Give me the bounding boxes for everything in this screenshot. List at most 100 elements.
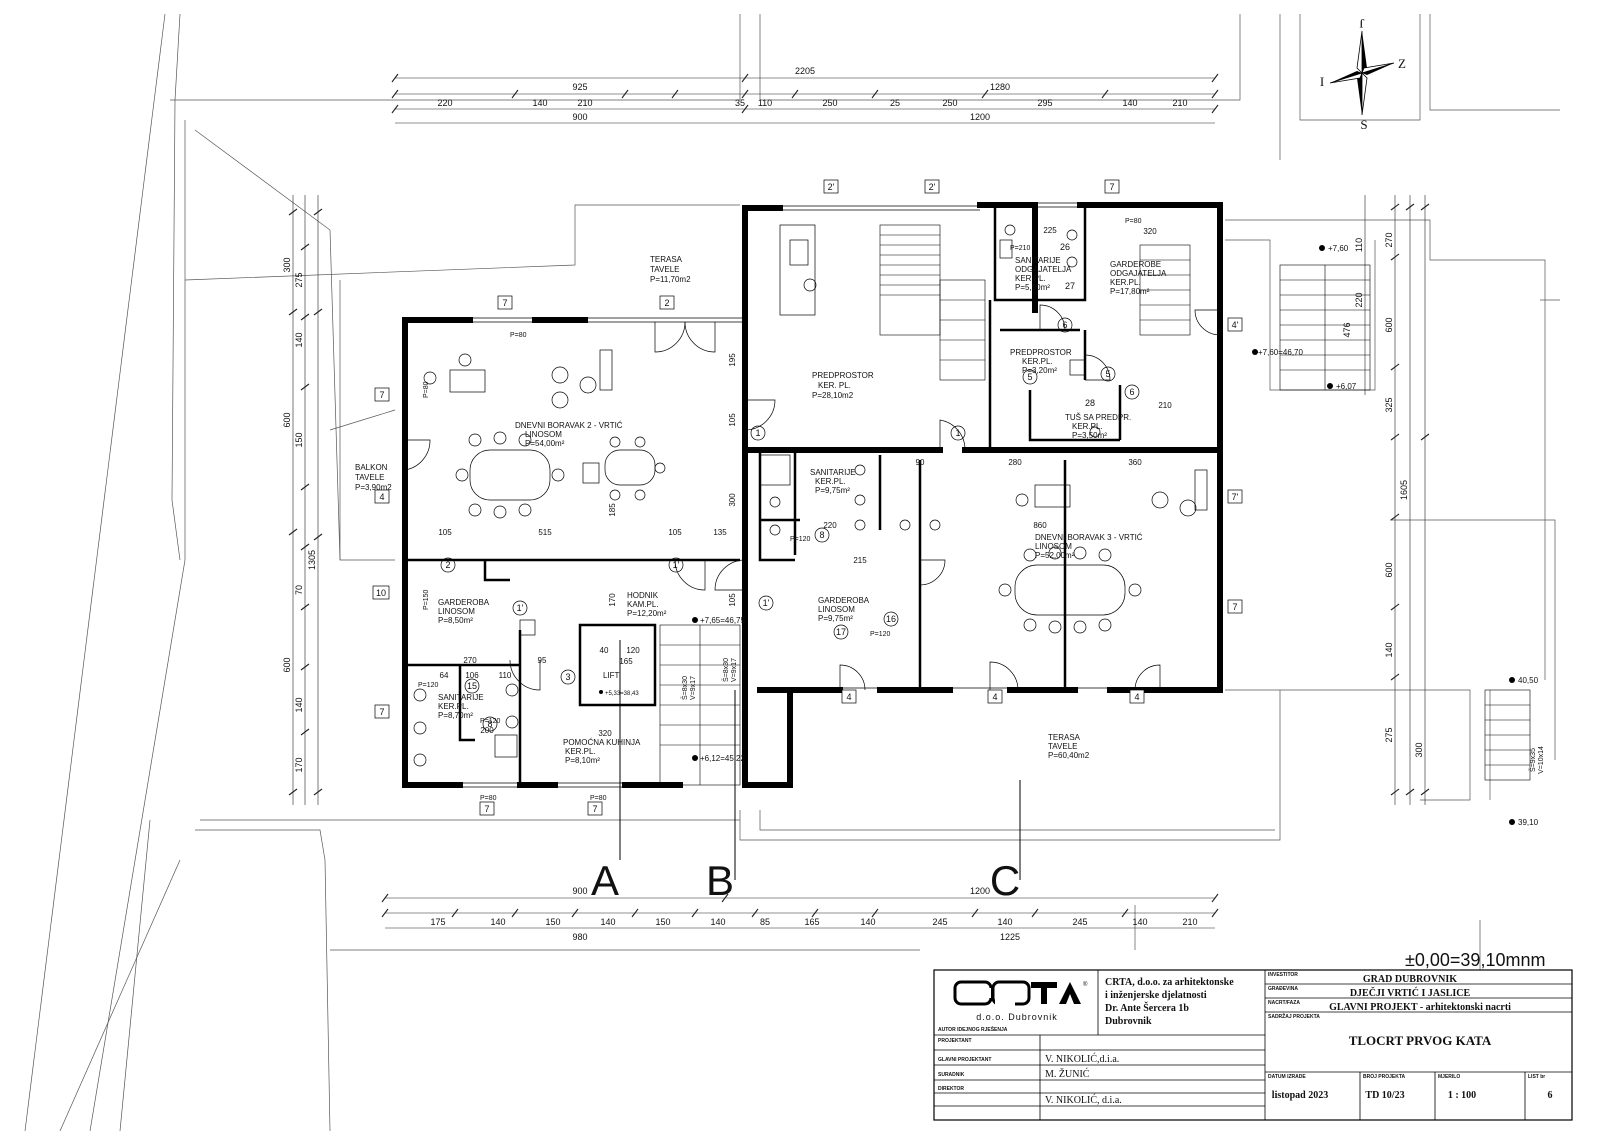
opening-tag: 7' bbox=[1227, 489, 1243, 504]
plan-label: 4 bbox=[846, 692, 851, 702]
list-value: 6 bbox=[1548, 1090, 1553, 1101]
plan-label: 150 bbox=[545, 917, 560, 927]
opening-tag: 4 bbox=[841, 689, 857, 704]
plan-label: SANITARIJE bbox=[1015, 256, 1061, 265]
plan-label: 5 bbox=[1027, 372, 1032, 382]
plan-label: i inženjerske djelatnosti bbox=[1105, 990, 1207, 1001]
plan-label: 140 bbox=[710, 917, 725, 927]
plan-label: 600 bbox=[282, 412, 292, 427]
plan-label: 7 bbox=[484, 804, 489, 814]
plan-label: LINOSOM bbox=[818, 605, 855, 614]
plan-label: TERASA bbox=[650, 255, 683, 264]
plan-label: 215 bbox=[853, 556, 867, 565]
plan-label: 120 bbox=[626, 646, 640, 655]
plan-label: 140 bbox=[860, 917, 875, 927]
plan-label: 6 bbox=[1129, 387, 1134, 397]
plan-label: 140 bbox=[600, 917, 615, 927]
plan-label: MJERILO bbox=[1438, 1074, 1460, 1080]
plan-label: INVESTITOR bbox=[1268, 972, 1298, 978]
plan-label: P=5,90m² bbox=[1015, 283, 1050, 292]
plan-label: 140 bbox=[1384, 642, 1394, 657]
plan-label: 7 bbox=[379, 390, 384, 400]
plan-label: LINOSOM bbox=[1035, 542, 1072, 551]
plan-label: 16 bbox=[886, 614, 896, 624]
plan-label: 4' bbox=[1232, 320, 1239, 330]
plan-label: 150 bbox=[294, 432, 304, 447]
elevation-note: ±0,00=39,10mnm bbox=[1405, 950, 1545, 970]
plan-label: PREDPROSTOR bbox=[1010, 348, 1072, 357]
plan-label: 165 bbox=[804, 917, 819, 927]
dimension-texts: 2205 925 1280 220 140 210 35 110 250 25 … bbox=[430, 66, 1197, 942]
company-sub: d.o.o. Dubrovnik bbox=[976, 1012, 1058, 1022]
furniture bbox=[413, 224, 1208, 767]
plan-label: 300 bbox=[728, 493, 737, 507]
dimension-lines bbox=[288, 73, 1430, 929]
plan-label: GLAVNI PROJEKTANT bbox=[938, 1057, 991, 1063]
plan-label: 220 bbox=[437, 98, 452, 108]
plan-label: KER.PL. bbox=[1110, 278, 1141, 287]
plan-label: P=120 bbox=[480, 718, 501, 725]
opening-tag: 4 bbox=[987, 689, 1003, 704]
plan-label: NACRT/FAZA bbox=[1268, 1000, 1300, 1006]
plan-label: P=80 bbox=[1125, 218, 1142, 225]
plan-label: 140 bbox=[490, 917, 505, 927]
section-c-label: C bbox=[990, 857, 1020, 904]
opening-tag: 4' bbox=[1227, 317, 1243, 332]
plan-label: +6,12=45,22 bbox=[700, 754, 745, 763]
plan-label: 165 bbox=[619, 657, 633, 666]
plan-label: KER.PL. bbox=[1072, 422, 1103, 431]
plan-label: 515 bbox=[538, 528, 552, 537]
plan-label: 110 bbox=[1354, 238, 1364, 252]
plan-label: P=120 bbox=[418, 682, 439, 689]
plan-label: 7 bbox=[592, 804, 597, 814]
plan-label: 7 bbox=[1109, 182, 1114, 192]
plan-label: 2' bbox=[828, 182, 835, 192]
plan-label: 135 bbox=[713, 528, 727, 537]
plan-label: 170 bbox=[294, 757, 304, 772]
plan-label: CRTA, d.o.o. za arhitektonske bbox=[1105, 977, 1234, 988]
plan-label: P=80 bbox=[590, 795, 607, 802]
plan-label: DNEVNI BORAVAK 2 - VRTIĆ bbox=[515, 421, 623, 430]
plan-label: DIREKTOR bbox=[938, 1086, 964, 1092]
plan-label: 170 bbox=[608, 593, 617, 607]
plan-label: P=80 bbox=[480, 795, 497, 802]
plan-label: 270 bbox=[1384, 232, 1394, 247]
glavni-projektant-value: V. NIKOLIĆ,d.i.a. bbox=[1045, 1053, 1119, 1065]
opening-tag: 7 bbox=[374, 387, 390, 402]
plan-label: 270 bbox=[463, 656, 477, 665]
opening-tag: 7 bbox=[1227, 599, 1243, 614]
plan-label: SADRŽAJ PROJEKTA bbox=[1268, 1012, 1320, 1020]
plan-label: 64 bbox=[440, 671, 449, 680]
sheet-title: TLOCRT PRVOG KATA bbox=[1349, 1033, 1492, 1048]
dim-top-900: 900 bbox=[572, 112, 587, 122]
plan-label: P=28,10m2 bbox=[812, 391, 854, 400]
plan-label: 25 bbox=[890, 98, 900, 108]
plan-label: 3 bbox=[565, 672, 570, 682]
plan-label: P=17,80m² bbox=[1110, 287, 1150, 296]
plan-label: GARDEROBE bbox=[1110, 260, 1161, 269]
plan-label: P=9,75m² bbox=[818, 614, 853, 623]
north-label-j: J bbox=[1359, 16, 1364, 31]
plan-label: TAVELE bbox=[650, 265, 680, 274]
plan-label: 245 bbox=[1072, 917, 1087, 927]
plan-label: TERASA bbox=[1048, 733, 1081, 742]
plan-label: KER. PL. bbox=[818, 381, 851, 390]
opening-tag: 4 bbox=[1129, 689, 1145, 704]
dim-top-1200: 1200 bbox=[970, 112, 990, 122]
door-numbers: 1 1 1' 1' 1' 2 3 5 5 6 6 8 8 15 16 17 26… bbox=[440, 242, 1140, 732]
plan-label: 105 bbox=[728, 593, 737, 607]
opening-tag: 4 bbox=[374, 489, 390, 504]
investitor-value: GRAD DUBROVNIK bbox=[1363, 974, 1457, 985]
plan-label: GARDEROBA bbox=[438, 598, 490, 607]
plan-label: P=52,00m² bbox=[1035, 551, 1075, 560]
plan-label: +7,60 bbox=[1328, 244, 1349, 253]
vertical-dimension-texts: 300 600 600 275 140 150 70 140 170 1305 … bbox=[282, 232, 1424, 772]
